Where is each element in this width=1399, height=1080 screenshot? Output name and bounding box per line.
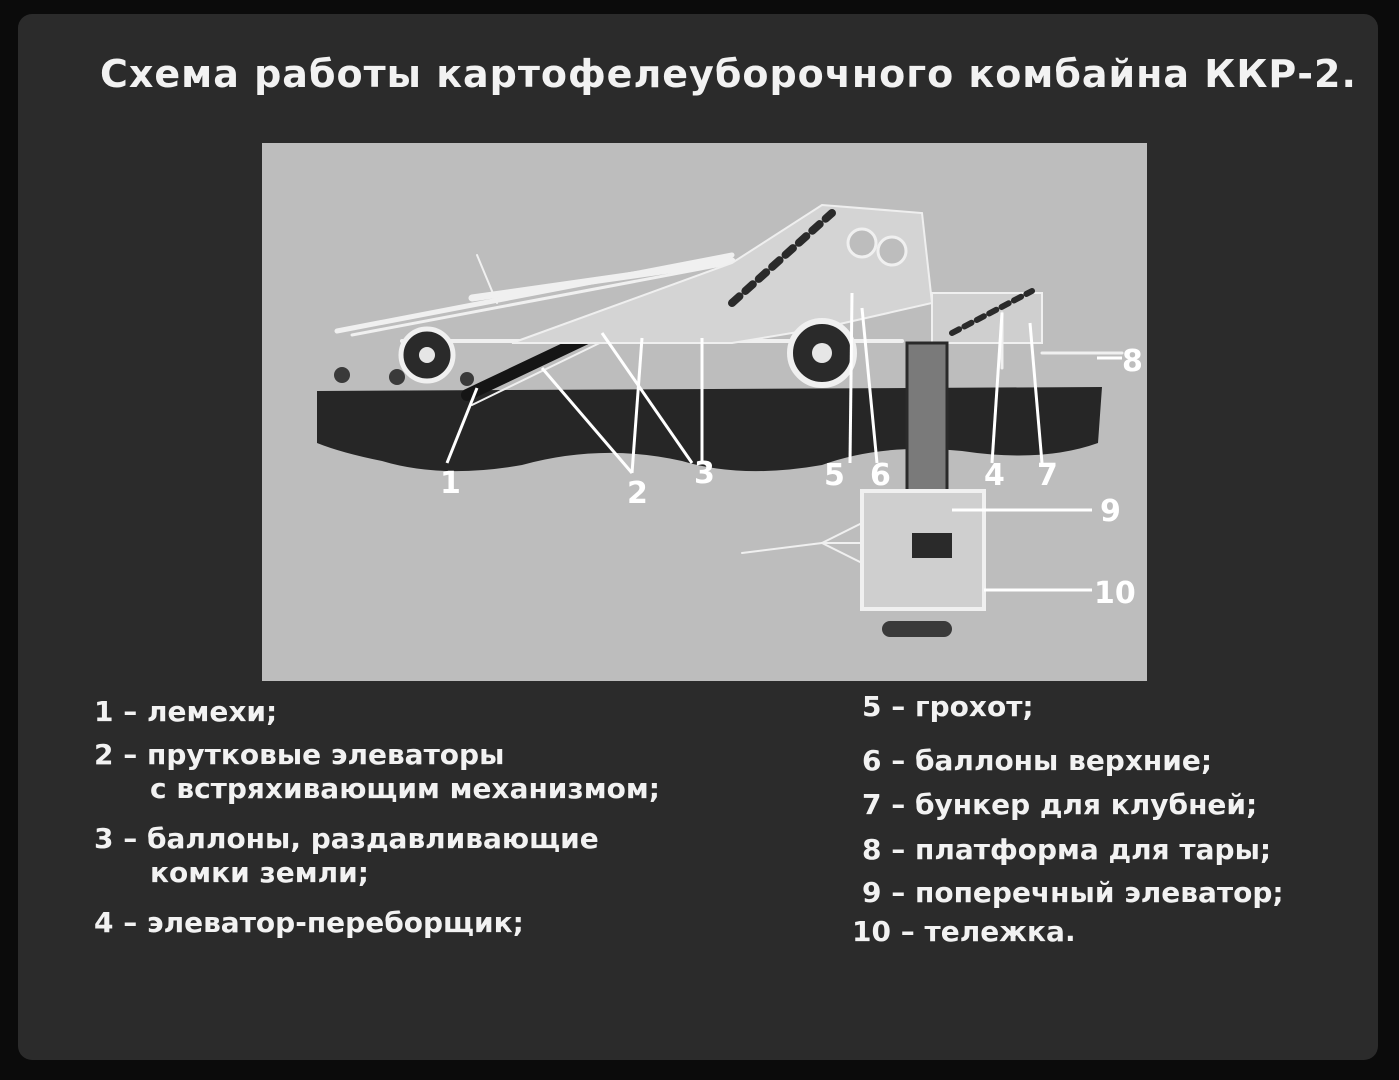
legend-text: поперечный элеватор;	[914, 876, 1284, 909]
legend-text: платформа для тары;	[914, 833, 1272, 866]
legend-item-8: 8 – платформа для тары;	[862, 833, 1272, 866]
combine-diagram: 1 2 3 4 5 6 7 8 9 10	[262, 143, 1147, 681]
legend-item-1: 1 – лемехи;	[94, 695, 278, 728]
legend-number: 5	[862, 690, 882, 723]
legend-text: баллоны верхние;	[914, 744, 1213, 777]
legend-text: лемехи;	[146, 695, 278, 728]
callout-4: 4	[984, 458, 1005, 493]
legend-text: баллоны, раздавливающие	[146, 822, 599, 855]
legend-text-continued: комки земли;	[150, 856, 369, 889]
page-title: Схема работы картофелеуборочного комбайн…	[100, 52, 1357, 96]
callout-10: 10	[1094, 576, 1136, 611]
legend-text: грохот;	[914, 690, 1034, 723]
legend-text: элеватор-переборщик;	[146, 906, 524, 939]
callout-3: 3	[694, 456, 715, 491]
legend-item-6: 6 – баллоны верхние;	[862, 744, 1213, 777]
legend-text-continued: с встряхивающим механизмом;	[150, 772, 660, 805]
legend-item-5: 5 – грохот;	[862, 690, 1034, 723]
legend-number: 10	[852, 915, 891, 948]
legend-number: 8	[862, 833, 882, 866]
callout-2: 2	[627, 476, 648, 511]
legend-number: 3	[94, 822, 114, 855]
legend-number: 7	[862, 788, 882, 821]
callout-9: 9	[1100, 494, 1121, 529]
callout-7: 7	[1037, 458, 1058, 493]
legend-text: бункер для клубней;	[914, 788, 1258, 821]
legend-item-4: 4 – элеватор-переборщик;	[94, 906, 524, 939]
legend-number: 6	[862, 744, 882, 777]
leader-lines	[445, 292, 1122, 592]
legend-number: 4	[94, 906, 114, 939]
callout-8: 8	[1122, 344, 1143, 379]
legend-number: 1	[94, 695, 114, 728]
combine-machine	[334, 203, 1124, 637]
legend-text: тележка.	[924, 915, 1076, 948]
plants	[334, 367, 474, 386]
legend-number: 9	[862, 876, 882, 909]
legend-item-7: 7 – бункер для клубней;	[862, 788, 1258, 821]
legend-item-2: 2 – прутковые элеваторы с встряхивающим …	[94, 738, 660, 805]
legend-item-10: 10 – тележка.	[852, 915, 1076, 948]
callout-6: 6	[870, 458, 891, 493]
legend-item-3: 3 – баллоны, раздавливающие комки земли;	[94, 822, 599, 889]
callout-5: 5	[824, 458, 845, 493]
diagram-canvas: 1 2 3 4 5 6 7 8 9 10	[317, 203, 1143, 637]
callout-1: 1	[440, 466, 461, 501]
legend-text: прутковые элеваторы	[146, 738, 505, 771]
legend-item-9: 9 – поперечный элеватор;	[862, 876, 1284, 909]
legend-number: 2	[94, 738, 114, 771]
